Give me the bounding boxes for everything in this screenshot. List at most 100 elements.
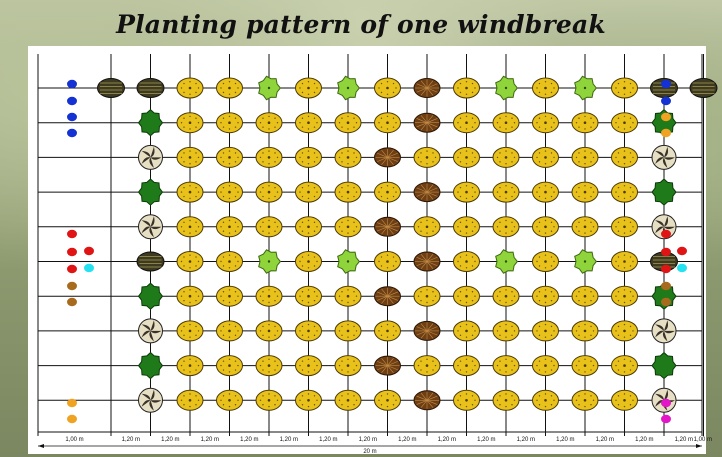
shrub-magenta	[661, 398, 671, 408]
planting-row	[136, 249, 678, 274]
planting-row	[137, 351, 677, 380]
plant-yellow	[611, 112, 638, 134]
plant-lightgreen	[337, 249, 361, 274]
plant-yellow	[611, 181, 638, 203]
plant-yellow	[453, 146, 480, 168]
plant-yellow	[453, 389, 480, 411]
shrub-blue	[67, 79, 77, 89]
plant-yellow	[453, 320, 480, 342]
plant-pinwheel	[138, 144, 163, 170]
plant-dark-olive	[136, 251, 165, 272]
plant-lightgreen	[495, 249, 519, 274]
plant-yellow	[532, 389, 559, 411]
plant-yellow	[216, 77, 243, 99]
plant-yellow	[334, 181, 362, 203]
shrub-cyan	[677, 263, 687, 273]
plant-yellow	[611, 285, 638, 307]
plant-brown	[413, 251, 441, 272]
shrub-blue	[661, 96, 671, 106]
plant-yellow	[334, 112, 362, 134]
plant-yellow	[453, 355, 480, 377]
plant-yellow	[255, 285, 283, 307]
shrub-red	[84, 246, 94, 256]
plant-yellow	[532, 285, 559, 307]
plant-yellow	[255, 389, 283, 411]
plant-lightgreen	[495, 75, 519, 101]
plant-yellow	[255, 181, 283, 203]
plant-yellow	[176, 181, 204, 203]
plant-yellow	[216, 216, 243, 238]
plant-darkgreen	[137, 282, 164, 310]
shrub-cyan	[84, 263, 94, 273]
plant-yellow	[295, 320, 322, 342]
plant-yellow	[176, 112, 204, 134]
shrub-orange	[661, 112, 671, 122]
spacing-label: 1,20 m	[201, 437, 219, 443]
plant-yellow	[571, 320, 599, 342]
spacing-label: 1,20 m	[477, 437, 495, 443]
plant-yellow	[611, 77, 638, 99]
plant-yellow	[374, 112, 401, 134]
plant-dark-olive	[689, 78, 718, 98]
plant-yellow	[532, 216, 559, 238]
plant-yellow	[453, 285, 480, 307]
plant-yellow	[295, 285, 322, 307]
plant-pinwheel	[651, 318, 677, 344]
shrub-blue	[67, 128, 77, 138]
plant-brown	[413, 182, 441, 203]
plant-yellow	[176, 389, 204, 411]
plant-yellow	[571, 112, 599, 134]
plant-dark-green	[651, 178, 677, 206]
shrub-blue	[67, 112, 77, 122]
plant-olive	[97, 78, 125, 98]
plant-yellow	[216, 181, 243, 203]
spacing-label: 1,20 m	[161, 437, 179, 443]
plant-yellow	[611, 389, 638, 411]
plant-yellow	[571, 285, 599, 307]
plant-yellow	[453, 181, 480, 203]
plant-yellow	[176, 285, 204, 307]
shrub-markers	[67, 79, 687, 424]
total-length-label: 20 m	[363, 449, 376, 455]
plant-yellow	[176, 77, 204, 99]
plant-yellow	[413, 146, 441, 168]
plant-yellow	[532, 112, 559, 134]
plant-yellow	[374, 77, 401, 99]
plant-olive	[136, 78, 165, 98]
plant-lightgreen	[258, 249, 282, 274]
plant-pinwheel	[138, 387, 163, 413]
shrub-tan	[661, 281, 671, 291]
planting-row	[137, 109, 677, 137]
plant-yellow	[571, 181, 599, 203]
plant-yellow	[216, 146, 243, 168]
spacing-label: 1,20 m	[438, 437, 456, 443]
plant-olive	[136, 251, 165, 272]
diagram-panel	[28, 46, 706, 454]
shrub-red	[677, 246, 687, 256]
spacing-label: 1,00 m	[694, 437, 712, 443]
plant-yellow	[532, 320, 559, 342]
plant-yellow	[176, 251, 204, 272]
plant-yellow	[611, 251, 638, 272]
plant-yellow	[334, 320, 362, 342]
shrub-red	[67, 229, 77, 239]
shrub-red	[67, 264, 77, 274]
shrub-orange	[67, 414, 77, 424]
plant-lightgreen	[258, 75, 282, 101]
plant-yellow	[295, 112, 322, 134]
plant-darkgreen	[651, 178, 677, 206]
shrub-blue	[661, 79, 671, 89]
plant-brown	[374, 355, 401, 376]
shrub-orange	[67, 398, 77, 408]
shrub-red	[661, 264, 671, 274]
plant-yellow	[216, 251, 243, 272]
plant-darkgreen	[137, 178, 164, 206]
plant-olive	[689, 78, 718, 98]
plant-lightgreen	[337, 75, 361, 101]
plant-dark-green	[137, 282, 164, 310]
plant-yellow	[295, 389, 322, 411]
plant-yellow	[532, 251, 559, 272]
spacing-label: 1,20 m	[398, 437, 416, 443]
